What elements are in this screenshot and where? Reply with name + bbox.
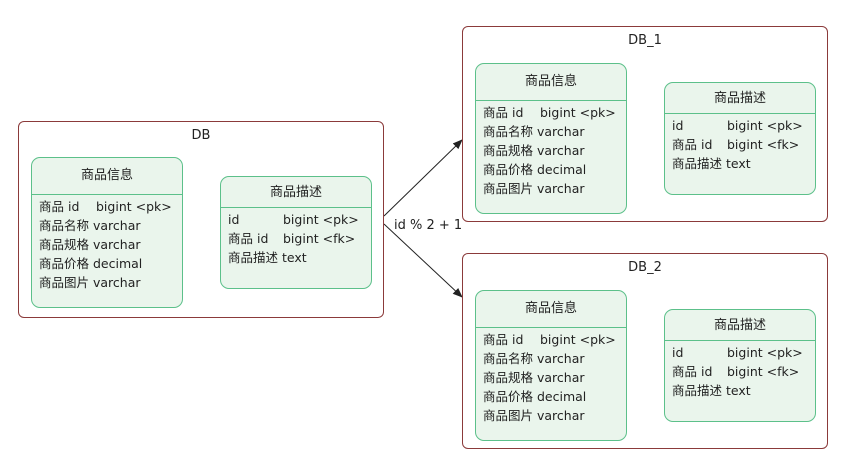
field-row: 商品描述 text — [672, 156, 751, 171]
field-row: 商品名称 varchar — [39, 218, 141, 233]
entity-title: 商品信息 — [476, 64, 626, 101]
field-row: 商品规格 varchar — [39, 237, 141, 252]
field-row: 商品规格 varchar — [483, 143, 585, 158]
field-row: 商品图片 varchar — [39, 275, 141, 290]
entity-title: 商品描述 — [665, 83, 815, 114]
db-title: DB_1 — [628, 33, 662, 48]
db-title: DB — [191, 128, 211, 143]
field-row: 商品名称 varchar — [483, 124, 585, 139]
db-title: DB_2 — [628, 260, 662, 275]
shard-rule-label: id % 2 + 1 — [394, 218, 463, 233]
field-row: 商品图片 varchar — [483, 408, 585, 423]
field-row: 商品描述 text — [672, 383, 751, 398]
entity-title: 商品描述 — [221, 177, 371, 208]
entity-title: 商品信息 — [476, 291, 626, 328]
field-row: 商品描述 text — [228, 250, 307, 265]
field-row: 商品名称 varchar — [483, 351, 585, 366]
field-row: 商品价格 decimal — [39, 256, 143, 271]
field-row: 商品价格 decimal — [483, 389, 587, 404]
shard-arrow-db2 — [383, 223, 463, 298]
shard-arrow-db1 — [383, 139, 463, 217]
entity-title: 商品信息 — [32, 158, 182, 195]
field-row: 商品价格 decimal — [483, 162, 587, 177]
entity-title: 商品描述 — [665, 310, 815, 341]
field-row: 商品图片 varchar — [483, 181, 585, 196]
field-row: 商品规格 varchar — [483, 370, 585, 385]
